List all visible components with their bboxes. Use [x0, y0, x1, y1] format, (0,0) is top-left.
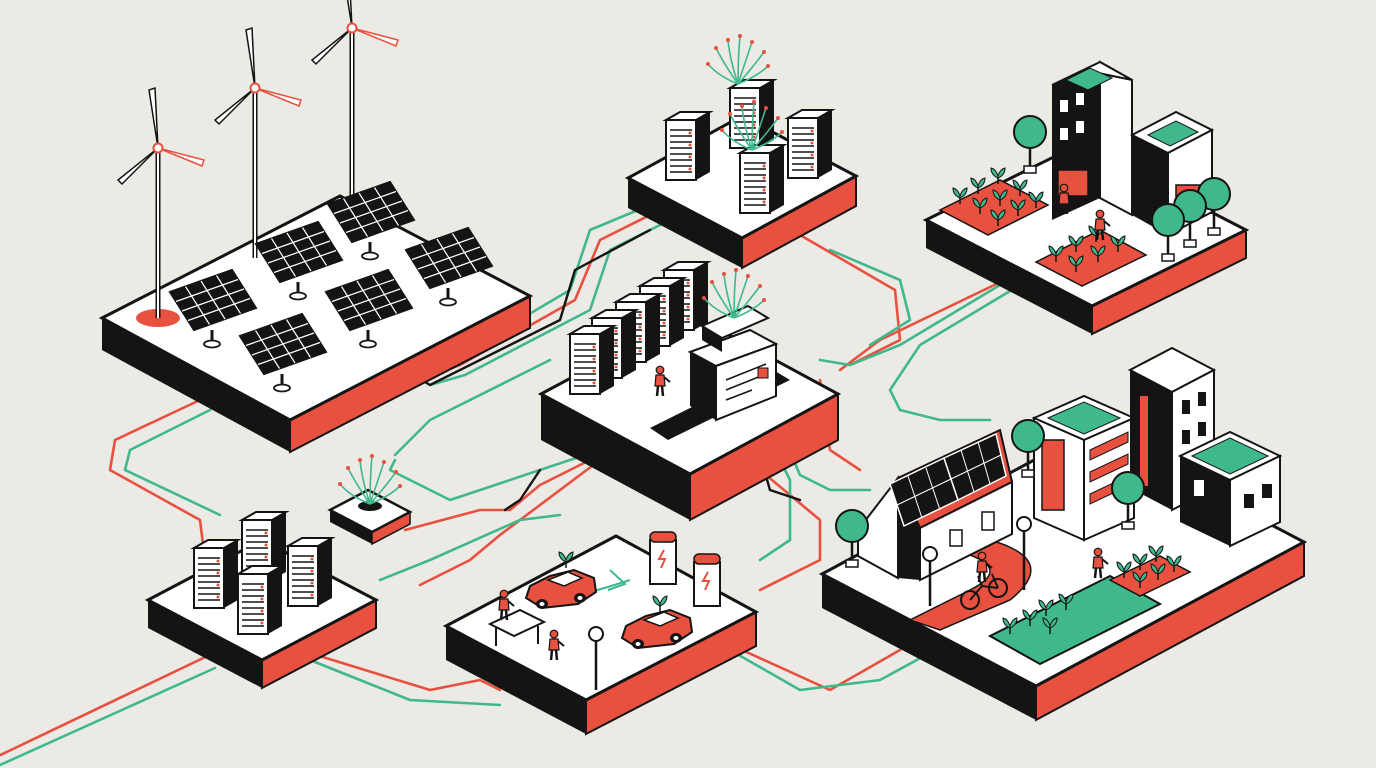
central-hub: [537, 261, 842, 522]
solar-panel-icon: [889, 432, 1007, 528]
building-icon: [1031, 346, 1283, 548]
edge-servers: [144, 511, 380, 690]
renewable-energy-farm: [98, 0, 534, 454]
fiber-terminal: [687, 304, 779, 422]
charger-icon: [649, 531, 721, 607]
urban-farm: [922, 60, 1250, 336]
building-icon: [1051, 60, 1215, 237]
picnic-table: [487, 608, 547, 646]
lamp-post-icon: [588, 626, 604, 690]
lamp-post-icon: [922, 516, 1032, 606]
network-cables: [0, 203, 1022, 767]
fiber-optic-icon: [337, 453, 403, 505]
garden-bed: [1108, 555, 1192, 597]
platform-base: [442, 534, 760, 736]
fiber-junction: [327, 453, 413, 546]
ev-charging-station: [442, 531, 760, 736]
bicycle-icon: [960, 550, 1008, 610]
smart-neighborhood: [818, 346, 1308, 722]
garden-bed: [938, 179, 1050, 236]
data-center-top: [624, 33, 860, 270]
